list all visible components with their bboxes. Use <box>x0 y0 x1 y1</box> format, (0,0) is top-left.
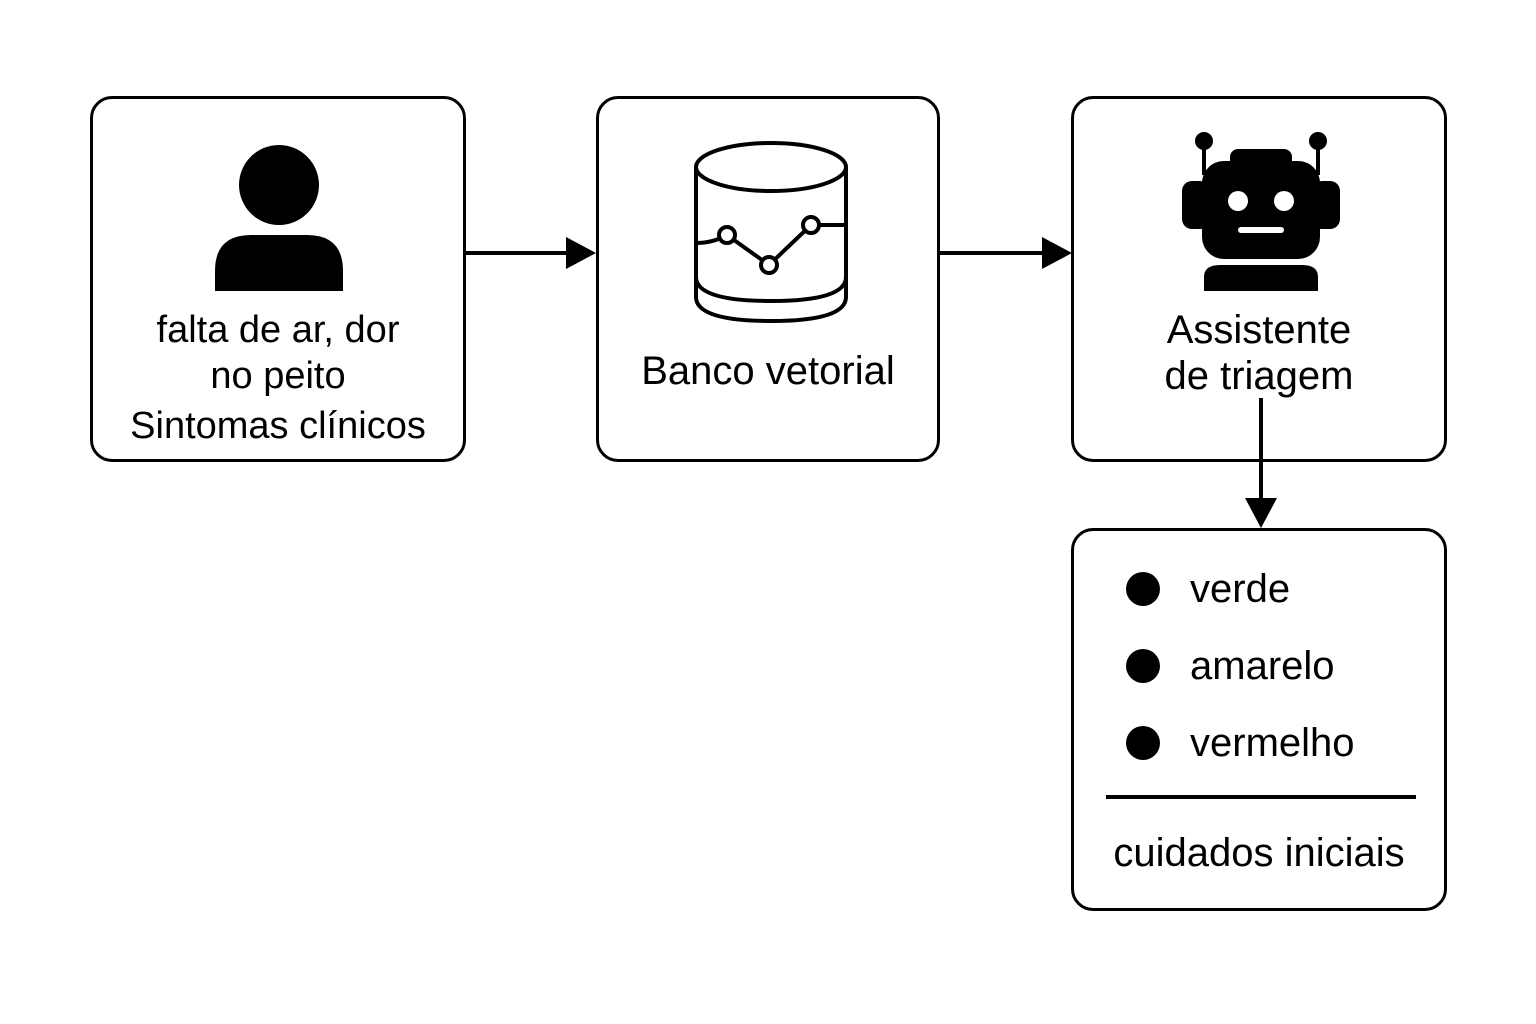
legend-label: amarelo <box>1190 644 1335 688</box>
bullet-icon <box>1126 726 1160 760</box>
bullet-icon <box>1126 649 1160 683</box>
assistant-title-line1: Assistente <box>1166 308 1352 352</box>
arrow-symptoms-to-vector <box>466 237 596 269</box>
arrow-vector-to-assistant <box>940 237 1072 269</box>
triage-result-box: verde amarelo vermelho cuidados iniciais <box>1071 528 1447 911</box>
symptoms-detail-line2: no peito <box>210 355 346 397</box>
vector-db-box: Banco vetorial <box>596 96 940 462</box>
symptoms-detail-line1: falta de ar, dor <box>156 309 400 351</box>
database-icon <box>694 141 848 324</box>
symptoms-title: Sintomas clínicos <box>130 405 426 447</box>
bullet-icon <box>1126 572 1160 606</box>
assistant-title-line2: de triagem <box>1164 354 1354 398</box>
person-icon <box>215 145 343 291</box>
initial-care-label: cuidados iniciais <box>1113 831 1405 875</box>
vector-db-title: Banco vetorial <box>641 349 895 393</box>
robot-icon <box>1182 132 1340 291</box>
symptoms-detail: falta de ar, dor no peito <box>93 307 463 399</box>
legend-label: vermelho <box>1190 721 1355 765</box>
divider <box>1106 795 1416 799</box>
legend-label: verde <box>1190 567 1291 611</box>
assistant-title: Assistente de triagem <box>1074 307 1444 399</box>
legend-item-verde: verde <box>1126 569 1290 609</box>
legend-item-amarelo: amarelo <box>1126 646 1335 686</box>
symptoms-box: falta de ar, dor no peito Sintomas clíni… <box>90 96 466 462</box>
assistant-box: Assistente de triagem <box>1071 96 1447 462</box>
legend-item-vermelho: vermelho <box>1126 723 1355 763</box>
